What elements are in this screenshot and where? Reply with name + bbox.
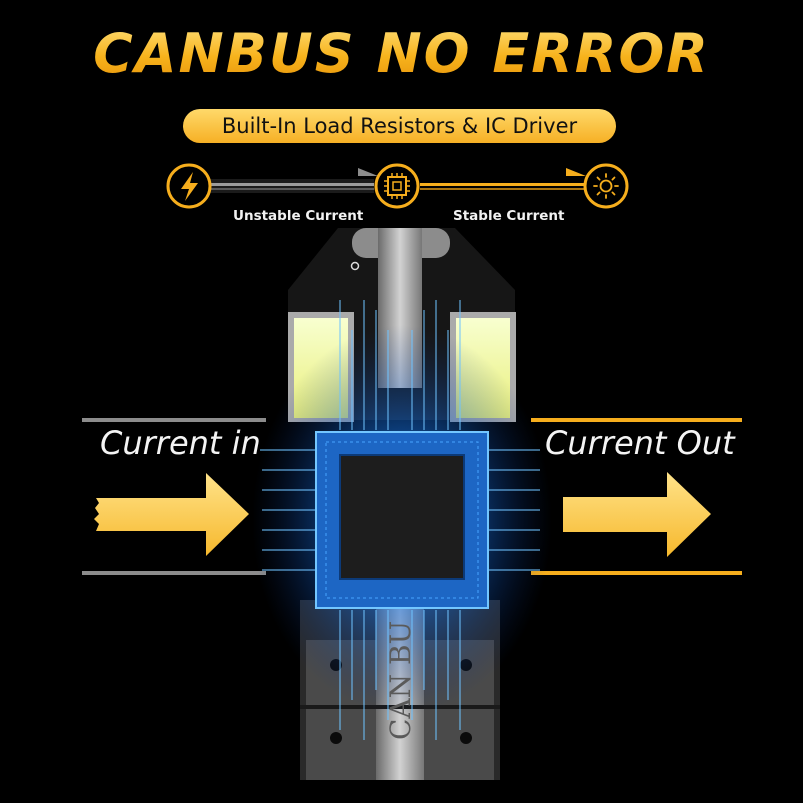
unstable-arrowhead bbox=[358, 168, 378, 176]
stable-current-label: Stable Current bbox=[453, 208, 565, 224]
unstable-current-label: Unstable Current bbox=[233, 208, 364, 224]
headline: CANBUS NO ERROR bbox=[0, 22, 803, 85]
current-in-arrow bbox=[94, 473, 249, 556]
current-in-bottom-rule bbox=[82, 571, 266, 575]
current-out-label: Current Out bbox=[545, 424, 735, 462]
board-print-text: CAN BU bbox=[384, 621, 417, 740]
current-out-arrow bbox=[563, 472, 711, 557]
lightning-icon bbox=[166, 163, 212, 209]
chip-icon bbox=[374, 163, 420, 209]
current-in-top-rule bbox=[82, 418, 266, 422]
sun-icon bbox=[583, 163, 629, 209]
current-out-bottom-rule bbox=[531, 571, 742, 575]
current-in-label: Current in bbox=[100, 424, 261, 462]
current-out-top-rule bbox=[531, 418, 742, 422]
ic-chip bbox=[315, 431, 489, 609]
unstable-line bbox=[208, 183, 374, 186]
stable-arrowhead bbox=[566, 168, 586, 176]
stable-line bbox=[420, 183, 585, 186]
feature-pill: Built-In Load Resistors & IC Driver bbox=[183, 109, 616, 143]
circuit-traces bbox=[260, 300, 540, 740]
